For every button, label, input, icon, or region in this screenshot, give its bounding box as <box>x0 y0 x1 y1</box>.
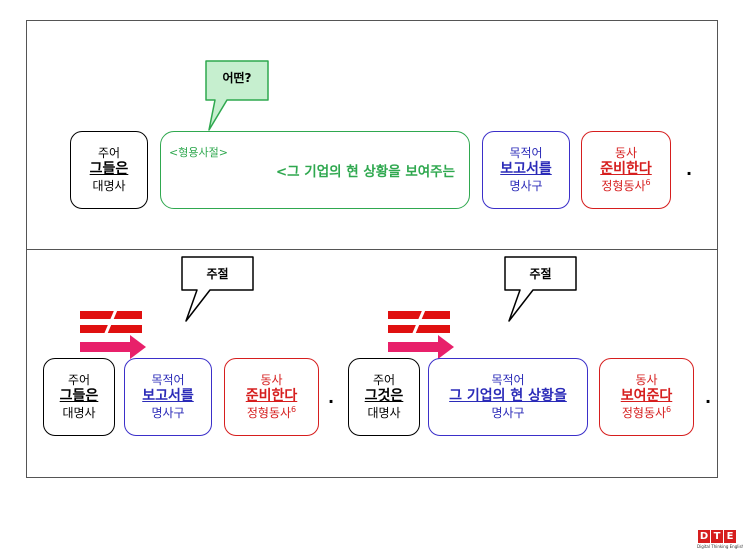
verb-pos: 정형동사6 <box>621 405 672 421</box>
logo-letter-e: E <box>724 530 736 543</box>
logo-subtitle: Digital Thinking English <box>697 544 743 549</box>
subject-role: 주어 <box>67 373 91 388</box>
object-word: 그 기업의 현 상황을 <box>449 388 567 405</box>
object-role: 목적어 <box>151 373 185 388</box>
dte-logo-letters: D T E <box>697 530 737 543</box>
object-word: 보고서를 <box>142 388 194 405</box>
object-pos: 명사구 <box>491 405 525 420</box>
subject-word: 그들은 <box>89 161 129 178</box>
bottom-left-object-box: 목적어 보고서를 명사구 <box>124 358 212 436</box>
subject-pos: 대명사 <box>92 178 126 193</box>
verb-footnote: 6 <box>291 405 297 415</box>
bottom-right-period: . <box>705 388 712 407</box>
callout-which <box>205 60 269 131</box>
top-subject-box: 주어 그들은 대명사 <box>70 131 148 209</box>
verb-word: 보여준다 <box>620 387 673 404</box>
verb-word: 준비한다 <box>600 160 652 177</box>
logo-letter-d: D <box>698 530 710 543</box>
not-equal-icon <box>388 305 454 359</box>
bottom-left-verb-box: 동사 준비한다 정형동사6 <box>224 358 319 436</box>
verb-word: 준비한다 <box>245 387 298 404</box>
callout-which-text: 어떤? <box>222 71 252 85</box>
top-adjective-clause-box: <형용사절> <그 기업의 현 상황을 보여주는 <box>160 131 470 209</box>
top-verb-box: 동사 준비한다 정형동사6 <box>581 131 671 209</box>
object-role: 목적어 <box>509 146 543 161</box>
callout-main-clause-left-text: 주절 <box>206 267 229 281</box>
verb-pos: 정형동사6 <box>246 405 297 421</box>
verb-footnote: 6 <box>666 405 672 415</box>
top-object-box: 목적어 보고서를 명사구 <box>482 131 570 209</box>
verb-role: 동사 <box>260 372 283 387</box>
subject-word: 그들은 <box>59 388 99 405</box>
subject-pos: 대명사 <box>367 405 401 420</box>
callout-main-clause-right <box>504 256 577 322</box>
clause-tag: <형용사절> <box>169 146 228 159</box>
verb-role: 동사 <box>635 372 658 387</box>
bottom-left-subject-box: 주어 그들은 대명사 <box>43 358 115 436</box>
dte-logo: D T E Digital Thinking English <box>697 530 743 552</box>
logo-letter-t: T <box>711 530 723 543</box>
callout-main-clause-right-text: 주절 <box>529 267 552 281</box>
subject-role: 주어 <box>372 373 396 388</box>
not-equal-icon <box>80 305 146 359</box>
verb-role: 동사 <box>614 145 638 160</box>
bottom-left-period: . <box>328 388 335 407</box>
subject-pos: 대명사 <box>62 405 96 420</box>
top-period: . <box>686 160 693 179</box>
subject-word: 그것은 <box>364 388 404 405</box>
verb-footnote: 6 <box>645 178 651 188</box>
object-word: 보고서를 <box>500 161 552 178</box>
bottom-right-verb-box: 동사 보여준다 정형동사6 <box>599 358 694 436</box>
object-pos: 명사구 <box>509 178 543 193</box>
object-pos: 명사구 <box>151 405 185 420</box>
subject-role: 주어 <box>97 146 121 161</box>
clause-text: <그 기업의 현 상황을 보여주는 <box>275 164 455 180</box>
object-role: 목적어 <box>491 373 525 388</box>
verb-pos: 정형동사6 <box>601 178 651 194</box>
bottom-right-object-box: 목적어 그 기업의 현 상황을 명사구 <box>428 358 588 436</box>
callout-main-clause-left <box>181 256 254 322</box>
bottom-right-subject-box: 주어 그것은 대명사 <box>348 358 420 436</box>
